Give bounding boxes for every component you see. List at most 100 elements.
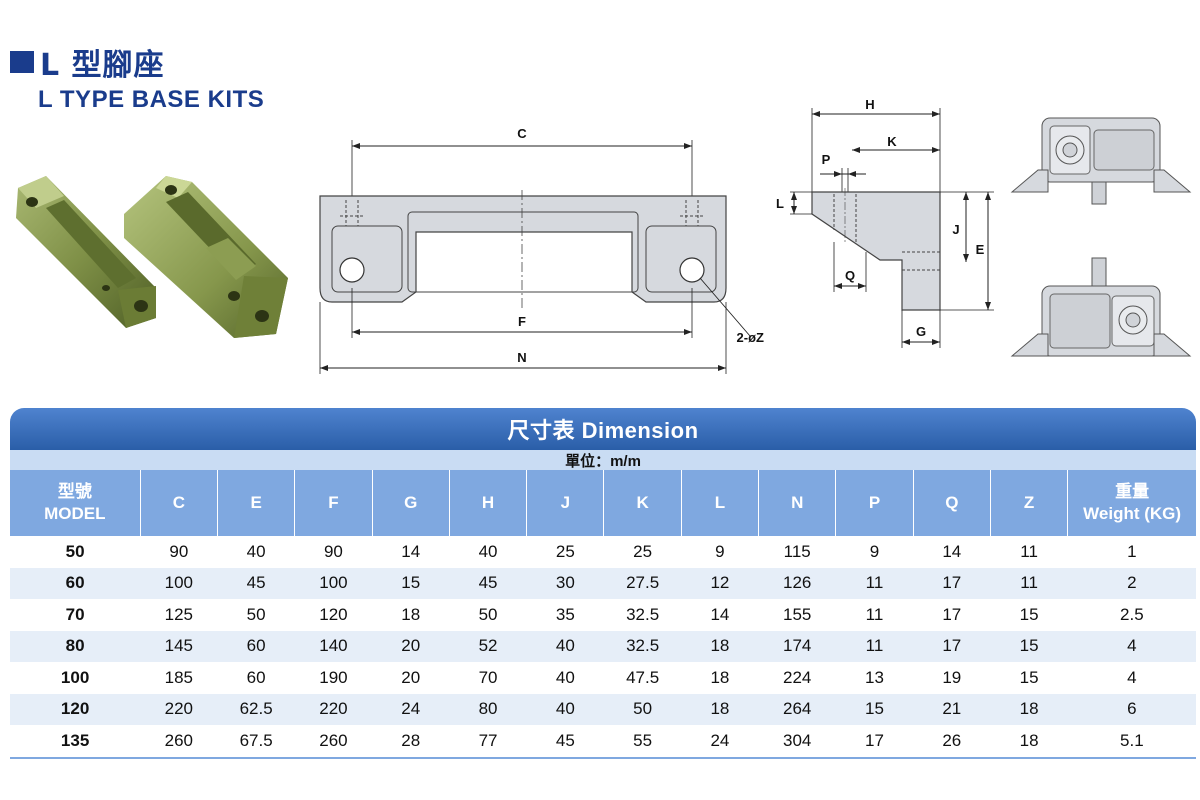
value-cell: 15	[1019, 604, 1039, 624]
value-cell: 260	[294, 725, 373, 759]
value-cell: 25	[555, 541, 575, 561]
value-cell: 12	[681, 567, 759, 599]
dim-label-e: E	[976, 242, 985, 257]
value-cell: 11	[865, 604, 884, 624]
column-header-en: N	[791, 493, 804, 512]
column-header-en: L	[714, 493, 726, 512]
value-cell: 2.5	[1120, 604, 1144, 624]
product-photo	[16, 176, 288, 338]
dim-label-j: J	[952, 222, 959, 237]
table-unit: 單位：m/m	[10, 450, 1196, 470]
value-cell: 220	[140, 693, 218, 725]
column-header-3: F	[294, 470, 373, 536]
value-cell: 45	[449, 567, 527, 599]
value-cell: 32.5	[603, 630, 682, 662]
value-cell: 50	[478, 604, 498, 624]
value-cell: 47.5	[626, 667, 660, 687]
value-cell: 30	[526, 567, 604, 599]
value-cell: 80	[449, 693, 527, 725]
value-cell: 120	[319, 604, 348, 624]
column-header-en: K	[636, 493, 649, 512]
column-header-en: Z	[1023, 493, 1035, 512]
value-cell: 21	[913, 693, 991, 725]
column-header-en: H	[481, 493, 495, 512]
value-cell: 14	[710, 604, 730, 624]
column-header-9: N	[758, 470, 837, 536]
column-header-en: Q	[945, 493, 959, 512]
column-header-en: E	[250, 493, 262, 512]
column-header-2: E	[217, 470, 296, 536]
value-cell: 19	[942, 667, 962, 687]
value-cell: 17	[913, 567, 991, 599]
value-cell: 14	[942, 541, 962, 561]
mounting-views-drawing	[1010, 117, 1192, 357]
value-cell: 50	[246, 604, 266, 624]
value-cell: 145	[140, 630, 218, 662]
value-cell: 35	[555, 604, 575, 624]
value-cell: 26	[913, 725, 991, 759]
value-cell: 1	[1127, 541, 1137, 561]
value-cell: 20	[401, 667, 421, 687]
column-header-1: C	[140, 470, 218, 536]
dim-label-g: G	[916, 324, 926, 339]
value-cell: 40	[555, 667, 575, 687]
value-cell: 11	[835, 567, 914, 599]
column-header-en: G	[404, 493, 418, 512]
dim-label-l: L	[776, 196, 784, 211]
value-cell: 17	[913, 630, 991, 662]
dim-label-q: Q	[845, 268, 855, 283]
value-cell: 18	[681, 630, 759, 662]
column-header-11: Q	[913, 470, 991, 536]
value-cell: 20	[372, 630, 450, 662]
value-cell: 9	[869, 541, 880, 561]
model-cell: 135	[10, 725, 141, 759]
value-cell: 28	[372, 725, 450, 759]
value-cell: 67.5	[217, 725, 295, 759]
value-cell: 100	[294, 567, 373, 599]
column-header-en: Weight (KG)	[1083, 504, 1182, 523]
value-cell: 40	[526, 693, 604, 725]
value-cell: 5.1	[1067, 725, 1196, 759]
value-cell: 24	[372, 693, 450, 725]
column-header-en: MODEL	[44, 504, 106, 523]
column-header-en: C	[172, 493, 185, 512]
value-cell: 15	[990, 630, 1068, 662]
value-cell: 32.5	[626, 604, 660, 624]
model-cell: 60	[10, 567, 141, 599]
column-header-0: 型號 MODEL	[10, 470, 141, 536]
dim-label-c: C	[517, 126, 527, 141]
value-cell: 24	[681, 725, 759, 759]
model-cell: 50	[65, 541, 85, 561]
column-header-en: P	[868, 493, 881, 512]
value-cell: 25	[633, 541, 653, 561]
value-cell: 2	[1067, 567, 1196, 599]
value-cell: 45	[217, 567, 295, 599]
model-cell: 100	[60, 667, 90, 687]
base-part-left-icon	[16, 176, 156, 328]
value-cell: 60	[217, 630, 295, 662]
value-cell: 52	[449, 630, 527, 662]
value-cell: 27.5	[603, 567, 682, 599]
value-cell: 70	[478, 667, 498, 687]
column-header-zh: 型號	[57, 482, 92, 501]
column-header-12: Z	[990, 470, 1069, 536]
value-cell: 185	[164, 667, 194, 687]
value-cell: 18	[681, 693, 759, 725]
value-cell: 62.5	[217, 693, 295, 725]
value-cell: 100	[140, 567, 218, 599]
side-view-drawing: H K P L J E Q G	[776, 97, 994, 348]
gearbox-upward-icon	[1010, 117, 1192, 205]
value-cell: 40	[526, 630, 604, 662]
value-cell: 40	[246, 541, 266, 561]
value-cell: 190	[319, 667, 348, 687]
dim-label-h: H	[865, 97, 874, 112]
value-cell: 264	[758, 693, 836, 725]
